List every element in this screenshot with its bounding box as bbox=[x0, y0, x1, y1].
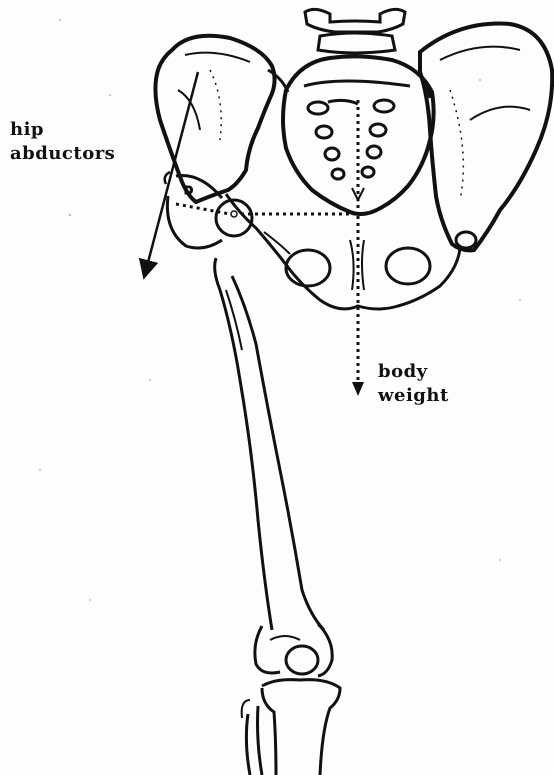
pubic-region bbox=[226, 194, 460, 309]
paper-speckles bbox=[39, 19, 521, 601]
right-obturator-foramen bbox=[386, 248, 430, 284]
small-marker-d: D bbox=[184, 184, 193, 197]
hip-abductors-label-line1: hip bbox=[10, 118, 115, 142]
lumbar-vertebra bbox=[305, 9, 405, 53]
hip-center-point bbox=[231, 211, 237, 217]
hip-abductor-force-arrow bbox=[146, 72, 198, 270]
body-weight-label: body weight bbox=[378, 360, 449, 408]
hip-abductors-label: hip abductors bbox=[10, 118, 115, 166]
body-weight-label-line1: body bbox=[378, 360, 449, 384]
patella bbox=[286, 646, 318, 674]
hip-abductors-label-line2: abductors bbox=[10, 142, 115, 166]
right-ilium bbox=[420, 24, 552, 251]
body-weight-label-line2: weight bbox=[378, 384, 449, 408]
left-ilium bbox=[155, 36, 274, 202]
femur-distal bbox=[255, 624, 332, 676]
lower-leg-bones bbox=[242, 680, 340, 775]
left-obturator-foramen bbox=[286, 250, 330, 286]
sacral-foramina bbox=[308, 100, 394, 179]
femur-shaft bbox=[215, 258, 324, 630]
